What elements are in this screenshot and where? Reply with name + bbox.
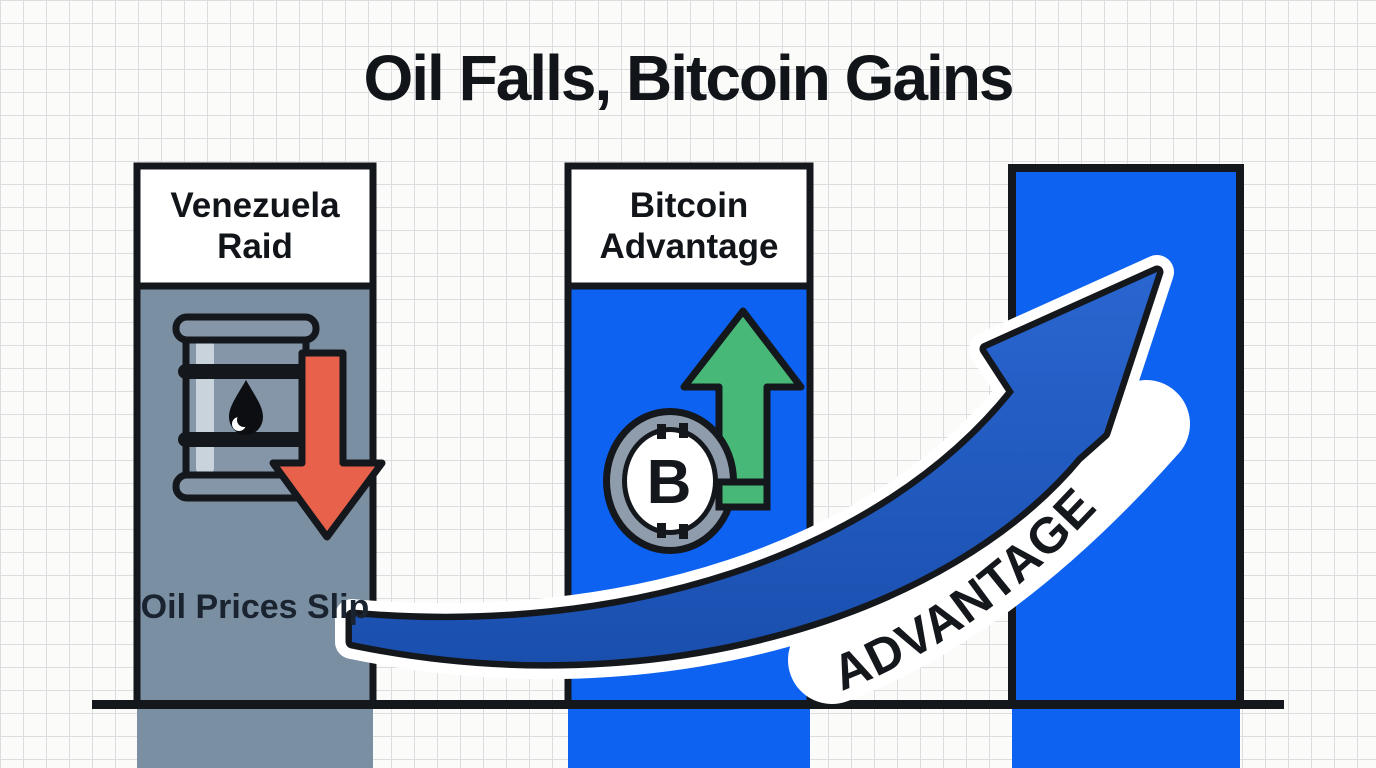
bitcoin-coin-icon: B bbox=[603, 408, 737, 554]
page-title: Oil Falls, Bitcoin Gains bbox=[363, 42, 1014, 114]
oil-drop-icon bbox=[229, 380, 263, 435]
growth-arrow-fill bbox=[352, 272, 1157, 663]
oil-prices-caption: Oil Prices Slip bbox=[140, 587, 370, 626]
bitcoin-symbol: B bbox=[647, 448, 692, 517]
venezuela-header-label: Venezuela Raid bbox=[170, 185, 340, 266]
bitcoin-prong bbox=[679, 423, 688, 438]
bitcoin-prong bbox=[679, 524, 688, 539]
barrel-band-top bbox=[178, 364, 312, 379]
advantage-ribbon bbox=[788, 380, 1190, 704]
coin-face bbox=[627, 432, 713, 530]
barrel-highlight bbox=[196, 338, 214, 476]
oil-barrel-icon bbox=[172, 313, 320, 502]
oil-drop-glint-mask bbox=[237, 413, 251, 427]
barrel-rim-top bbox=[172, 313, 320, 344]
down-arrow-icon bbox=[269, 349, 386, 541]
baseline-axis bbox=[92, 700, 1284, 709]
up-arrow-base bbox=[715, 478, 771, 511]
bitcoin-header-label: Bitcoin Advantage bbox=[599, 185, 779, 266]
bitcoin-header-box bbox=[564, 162, 814, 290]
growth-arrow bbox=[335, 255, 1174, 680]
venezuela-header-box bbox=[133, 162, 377, 290]
barrel-band-bottom bbox=[178, 432, 312, 447]
bitcoin-prong bbox=[657, 424, 666, 439]
bitcoin-prong bbox=[657, 523, 666, 538]
